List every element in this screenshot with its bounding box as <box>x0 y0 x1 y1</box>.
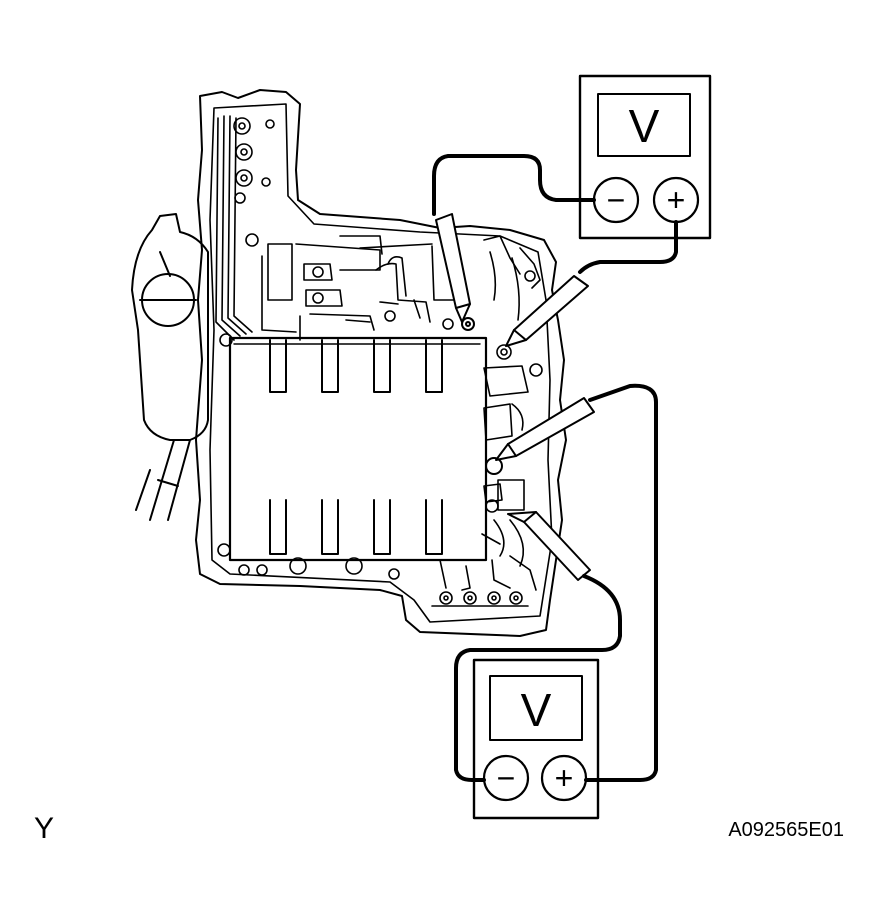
upper-meter-unit: V <box>629 100 660 152</box>
probe-upper-right <box>505 275 589 347</box>
lower-details <box>238 555 537 607</box>
upper-meter-minus-symbol: − <box>607 182 626 218</box>
passage-lines <box>215 115 275 557</box>
upper-meter-plus-symbol: + <box>667 182 686 218</box>
solenoid-block <box>228 336 488 562</box>
test-leads <box>432 154 678 782</box>
right-components <box>481 365 529 567</box>
lower-meter-unit: V <box>521 684 552 736</box>
side-sensor <box>131 213 209 521</box>
figure-id: A092565E01 <box>728 819 844 841</box>
lower-meter-plus-symbol: + <box>555 760 574 796</box>
corner-letter: Y <box>34 812 55 845</box>
upper-components <box>261 235 543 377</box>
probe-middle <box>485 397 595 475</box>
lower-meter-minus-symbol: − <box>497 760 516 796</box>
probe-upper-left <box>435 213 475 331</box>
probe-lower <box>507 511 591 581</box>
